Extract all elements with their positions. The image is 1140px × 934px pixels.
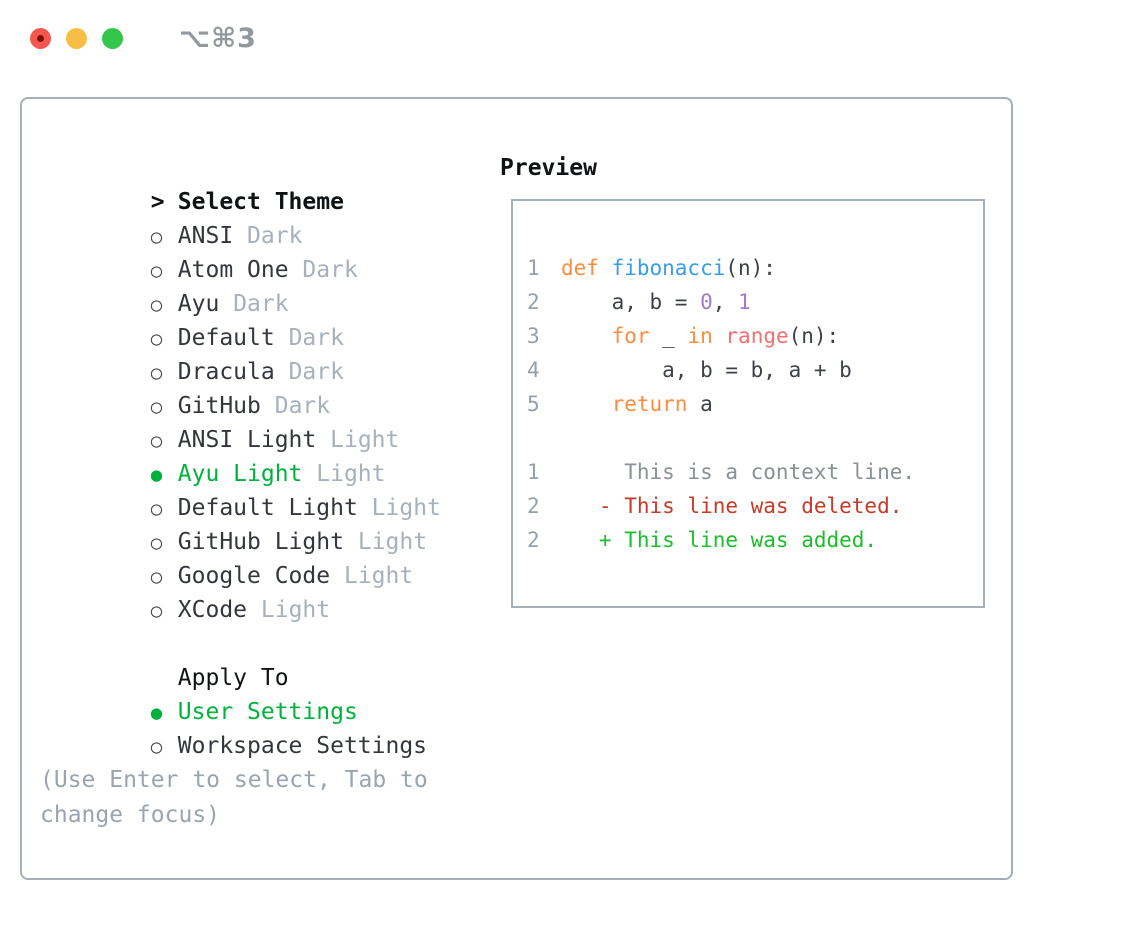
theme-option-default-dark[interactable]: ○Default Dark: [40, 287, 500, 351]
radio-icon: ○: [150, 600, 163, 622]
line-number: 1: [527, 460, 540, 484]
theme-option-github-dark[interactable]: ○GitHub Dark: [40, 355, 500, 419]
radio-selected-icon: ●: [150, 464, 163, 486]
window-titlebar: ⌥⌘3: [0, 0, 1140, 76]
line-number: 3: [527, 324, 540, 348]
unsaved-dot-icon: [37, 34, 44, 42]
theme-option-ayu-light[interactable]: ●Ayu Light Light: [40, 423, 500, 487]
theme-option-ayu-dark[interactable]: ○Ayu Dark: [40, 253, 500, 317]
diff-deleted-line: 2 - This line was deleted.: [527, 489, 983, 523]
apply-option-workspace-settings[interactable]: ○Workspace Settings: [40, 695, 500, 759]
radio-icon: ○: [150, 498, 163, 520]
theme-option-ansi-dark[interactable]: ○ANSI Dark: [40, 185, 500, 249]
code-line: 3 for _ in range(n):: [527, 319, 983, 353]
radio-icon: ○: [150, 736, 163, 758]
radio-icon: ○: [150, 566, 163, 588]
window-title-shortcut: ⌥⌘3: [179, 22, 257, 54]
code-blank-line: [527, 421, 983, 455]
apply-to-title: Apply To: [177, 665, 289, 691]
minimize-button[interactable]: [66, 27, 87, 49]
radio-icon: ○: [150, 532, 163, 554]
radio-selected-icon: ●: [150, 702, 163, 724]
maximize-button[interactable]: [102, 27, 123, 49]
theme-option-ansi-light[interactable]: ○ANSI Light Light: [40, 389, 500, 453]
theme-option-dracula-dark[interactable]: ○Dracula Dark: [40, 321, 500, 385]
radio-icon: ○: [150, 396, 163, 418]
line-number: 2: [527, 494, 540, 518]
code-line: 4 a, b = b, a + b: [527, 353, 983, 387]
theme-option-github-light[interactable]: ○GitHub Light Light: [40, 491, 500, 555]
line-number: 4: [527, 358, 540, 382]
code-line: 5 return a: [527, 387, 983, 421]
theme-list-header: > Select Theme: [40, 151, 500, 215]
line-number: 1: [527, 256, 540, 280]
line-number: 2: [527, 290, 540, 314]
radio-icon: ○: [150, 328, 163, 350]
theme-option-default-light[interactable]: ○Default Light Light: [40, 457, 500, 521]
apply-to-header: Apply To: [40, 627, 500, 691]
close-button[interactable]: [30, 27, 51, 49]
apply-option-user-settings[interactable]: ●User Settings: [40, 661, 500, 725]
line-number: 2: [527, 528, 540, 552]
code-line: 2 a, b = 0, 1: [527, 285, 983, 319]
theme-option-atom-one-dark[interactable]: ○Atom One Dark: [40, 219, 500, 283]
radio-icon: ○: [150, 226, 163, 248]
radio-icon: ○: [150, 362, 163, 384]
theme-option-google-code[interactable]: ○Google Code Light: [40, 525, 500, 589]
help-text: (Use Enter to select, Tab to change focu…: [40, 767, 428, 828]
theme-list-title: Select Theme: [177, 189, 344, 215]
radio-icon: ○: [150, 294, 163, 316]
theme-option-xcode[interactable]: ○XCode Light: [40, 559, 500, 623]
preview-title: Preview: [500, 155, 597, 181]
theme-picker-panel: >Select Theme ○ANSI Dark ○Atom One Dark …: [20, 97, 1013, 880]
focus-caret-icon: >: [150, 189, 165, 215]
line-number: 5: [527, 392, 540, 416]
theme-column: >Select Theme ○ANSI Dark ○Atom One Dark …: [40, 151, 500, 878]
radio-icon: ○: [150, 260, 163, 282]
diff-added-line: 2 + This line was added.: [527, 523, 983, 557]
radio-icon: ○: [150, 430, 163, 452]
diff-context-line: 1 This is a context line.: [527, 455, 983, 489]
